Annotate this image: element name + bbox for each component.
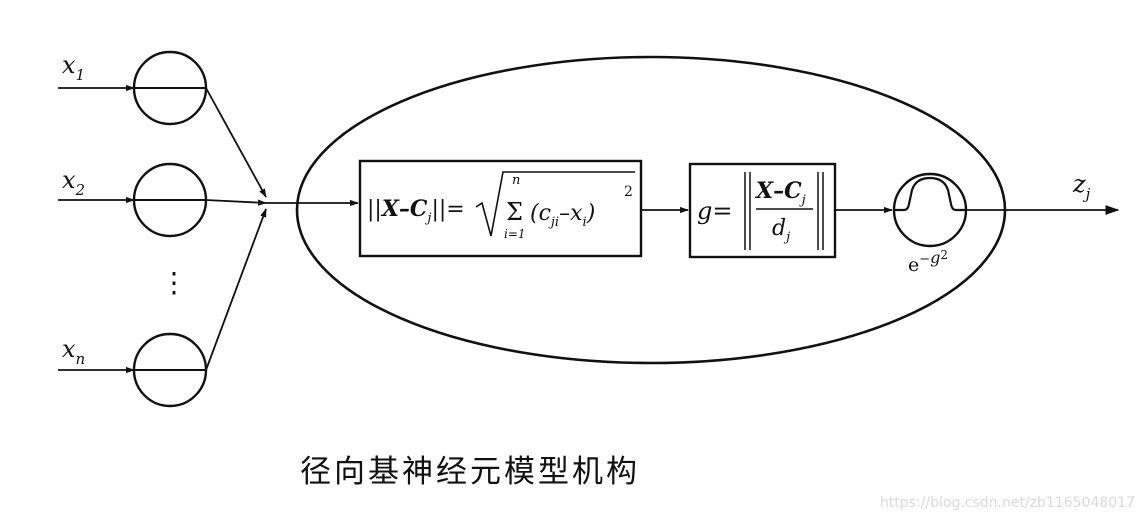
activation-label: e−g2 (908, 248, 948, 276)
input-node-2 (132, 162, 208, 238)
input-label-n: xn (62, 335, 85, 368)
sqrt-symbol (475, 171, 635, 237)
distance-box: ||X–Cj||= n Σ i=1 (cji–xi) 2 (358, 159, 643, 258)
sum-term: (cji–xi) (530, 201, 595, 230)
watermark-url: https://blog.csdn.net/zb1165048017 (879, 495, 1135, 511)
figure-caption: 径向基神经元模型机构 (300, 454, 640, 490)
gaussian-activation-node (892, 172, 968, 248)
connection-2 (205, 199, 267, 206)
sum-lower: i=1 (504, 227, 526, 241)
gaussian-curve-icon (894, 176, 966, 212)
connection-1 (205, 87, 267, 198)
output-label: zj (1072, 170, 1091, 203)
g-numerator: X–Cj (754, 178, 806, 208)
sum-upper: n (512, 173, 520, 188)
distance-lhs: ||X–Cj||= (367, 196, 465, 226)
input-label-2: x2 (62, 166, 85, 199)
input-label-1: x1 (62, 51, 85, 84)
vertical-ellipsis: ⋮ (160, 266, 188, 299)
g-denominator: dj (772, 216, 790, 245)
sum-symbol: Σ (506, 198, 523, 226)
normalize-box: g= X–Cj dj (688, 162, 837, 259)
input-node-n (132, 332, 208, 408)
sum-power: 2 (624, 184, 633, 200)
input-node-1 (132, 50, 208, 126)
connection-n (205, 208, 267, 371)
g-lhs: g= (697, 197, 732, 225)
